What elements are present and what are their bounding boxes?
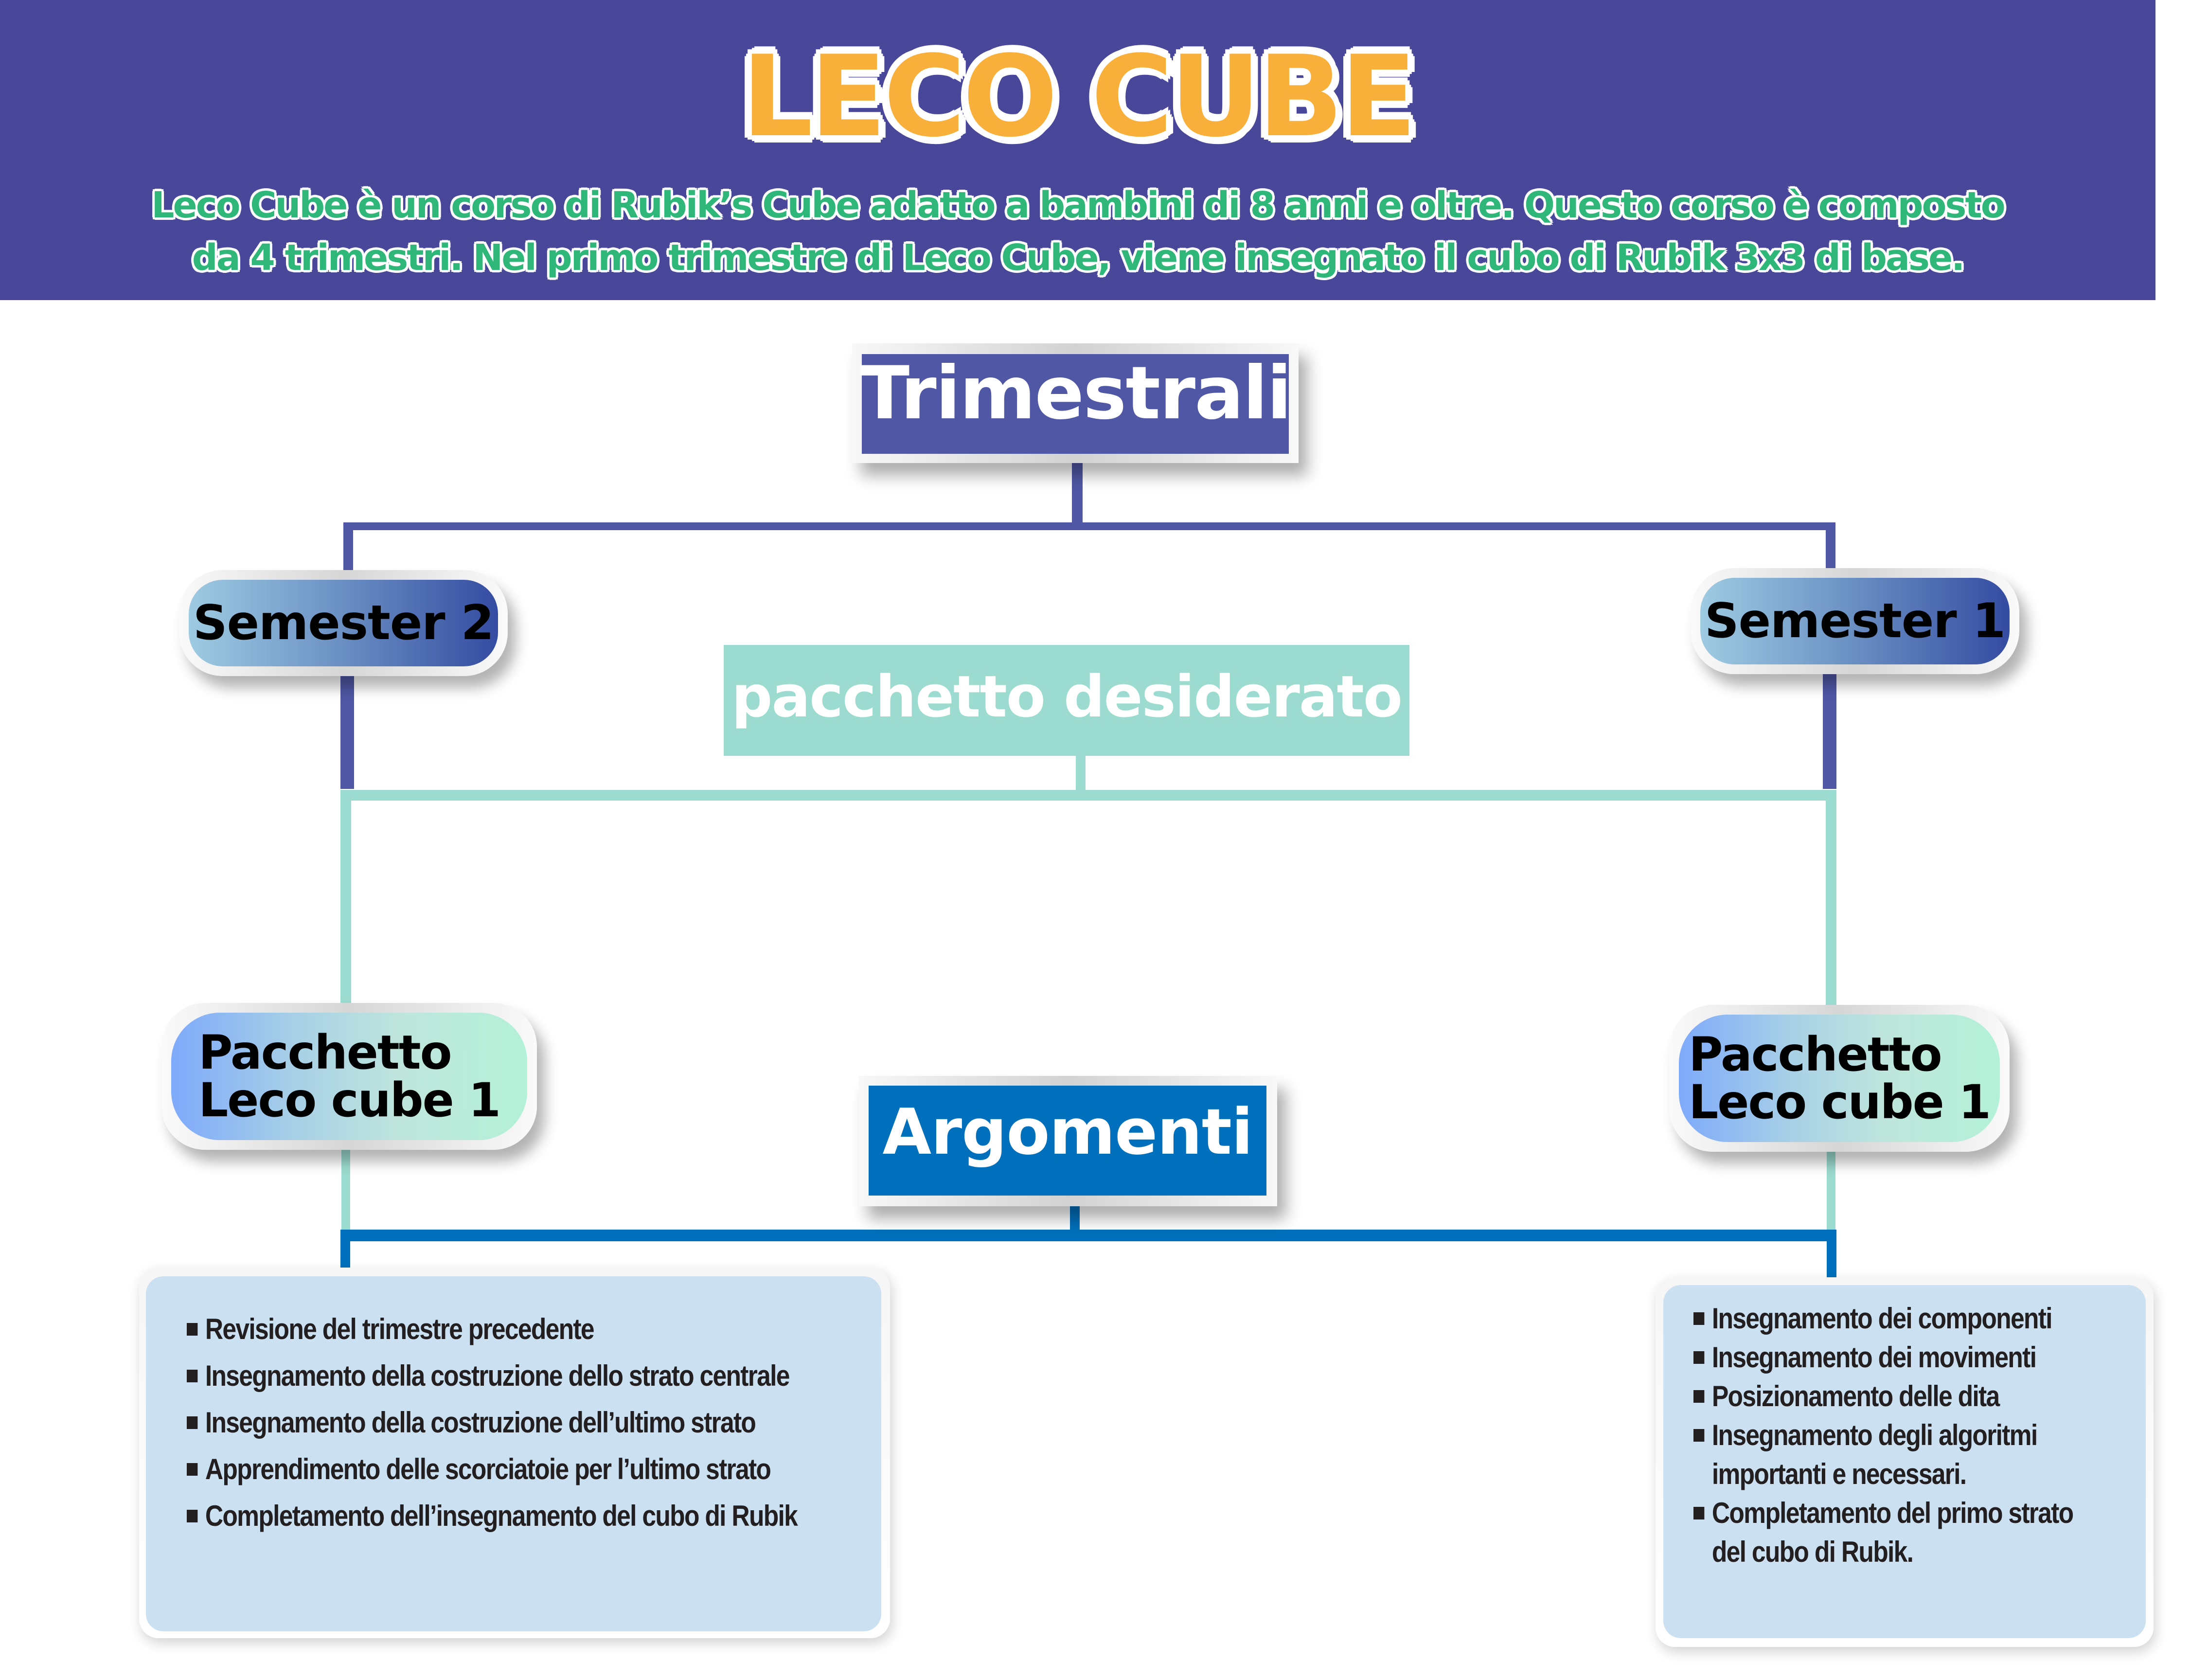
list-item: Insegnamento dei componenti (1693, 1302, 2053, 1336)
list-item: Apprendimento delle scorciatoie per l’ul… (187, 1452, 771, 1486)
square-bullet-icon (187, 1463, 198, 1476)
square-bullet-icon (187, 1510, 198, 1523)
connector-package-horizontal (340, 790, 1836, 801)
semester-1-node: Semester 1 (1700, 578, 2010, 664)
package-left-line2: Leco cube 1 (198, 1073, 501, 1127)
connector-package-right (1826, 790, 1836, 1007)
list-item: Insegnamento della costruzione dello str… (187, 1359, 790, 1393)
connector-package-right-down (1827, 1151, 1835, 1241)
list-item: Insegnamento degli algoritmi importanti … (1693, 1418, 2038, 1491)
semester-2-label: Semester 2 (193, 595, 494, 651)
square-bullet-icon (187, 1323, 198, 1336)
description-line-2: da 4 trimestri. Nel primo trimestre di L… (192, 237, 1965, 279)
list-item: Posizionamento delle dita (1693, 1379, 2000, 1413)
list-item: Insegnamento dei movimenti (1693, 1340, 2037, 1375)
connector-topics-left (340, 1230, 350, 1278)
topics-heading: Argomenti (869, 1086, 1266, 1196)
header-banner: LECO CUBE Leco Cube è un corso di Rubik’… (0, 0, 2155, 300)
connector-semester1-up (1826, 522, 1835, 569)
package-right-line1: Pacchetto (1689, 1027, 1942, 1082)
connector-package-heading-down (1076, 755, 1086, 797)
square-bullet-icon (187, 1416, 198, 1430)
package-right-node: Pacchetto Leco cube 1 (1679, 1015, 2000, 1142)
root-node-trimestrali: Trimestrali (859, 351, 1292, 454)
list-item: Completamento dell’insegnamento del cubo… (187, 1499, 798, 1533)
package-heading-label: pacchetto desiderato (731, 663, 1403, 730)
connector-semester-horizontal (343, 522, 1835, 530)
connector-root-down (1072, 462, 1083, 526)
connector-semester1-down (1823, 674, 1836, 789)
package-heading: pacchetto desiderato (724, 645, 1409, 756)
topics-heading-label: Argomenti (882, 1095, 1253, 1169)
package-left-line1: Pacchetto (198, 1025, 452, 1080)
package-right-line2: Leco cube 1 (1689, 1075, 1991, 1129)
square-bullet-icon (1693, 1351, 1705, 1364)
semester-2-node: Semester 2 (189, 580, 498, 666)
topics-right-panel: Insegnamento dei componenti Insegnamento… (1663, 1285, 2146, 1638)
square-bullet-icon (1693, 1390, 1705, 1403)
square-bullet-icon (1693, 1312, 1705, 1325)
square-bullet-icon (187, 1370, 198, 1383)
list-item: Completamento del primo strato del cubo … (1693, 1496, 2074, 1569)
semester-1-label: Semester 1 (1705, 593, 2006, 649)
connector-semester2-down (340, 676, 354, 789)
description-line-1: Leco Cube è un corso di Rubik’s Cube ada… (151, 184, 2005, 226)
square-bullet-icon (1693, 1429, 1705, 1442)
connector-package-left-down (341, 1149, 350, 1241)
root-node-label: Trimestrali (859, 351, 1292, 436)
topics-left-panel: Revisione del trimestre precedente Inseg… (146, 1276, 881, 1631)
connector-topics-right (1827, 1230, 1836, 1284)
page-title: LECO CUBE (741, 32, 1417, 162)
list-item: Revisione del trimestre precedente (187, 1312, 595, 1346)
connector-topics-horizontal (340, 1230, 1836, 1241)
package-left-node: Pacchetto Leco cube 1 (171, 1013, 527, 1140)
connector-package-left (340, 790, 351, 1005)
connector-semester2-up (343, 522, 353, 571)
list-item: Insegnamento della costruzione dell’ulti… (187, 1406, 756, 1440)
square-bullet-icon (1693, 1507, 1705, 1520)
